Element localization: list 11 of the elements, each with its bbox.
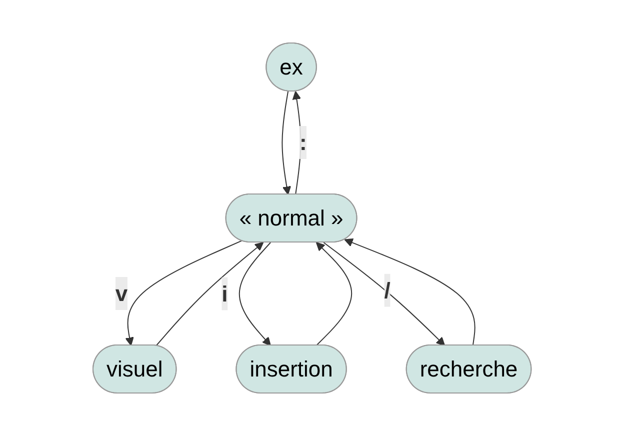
arrow: [282, 90, 291, 195]
arrow: [323, 242, 446, 346]
arrow: [156, 242, 264, 346]
arrow: [125, 240, 242, 346]
edge-label: /: [384, 278, 390, 303]
edge-label: i: [222, 281, 228, 306]
edge-label: v: [115, 280, 128, 306]
arrow: [316, 242, 352, 346]
arrow: [238, 242, 271, 346]
arrow: [344, 238, 476, 346]
edge-label: :: [299, 130, 307, 155]
